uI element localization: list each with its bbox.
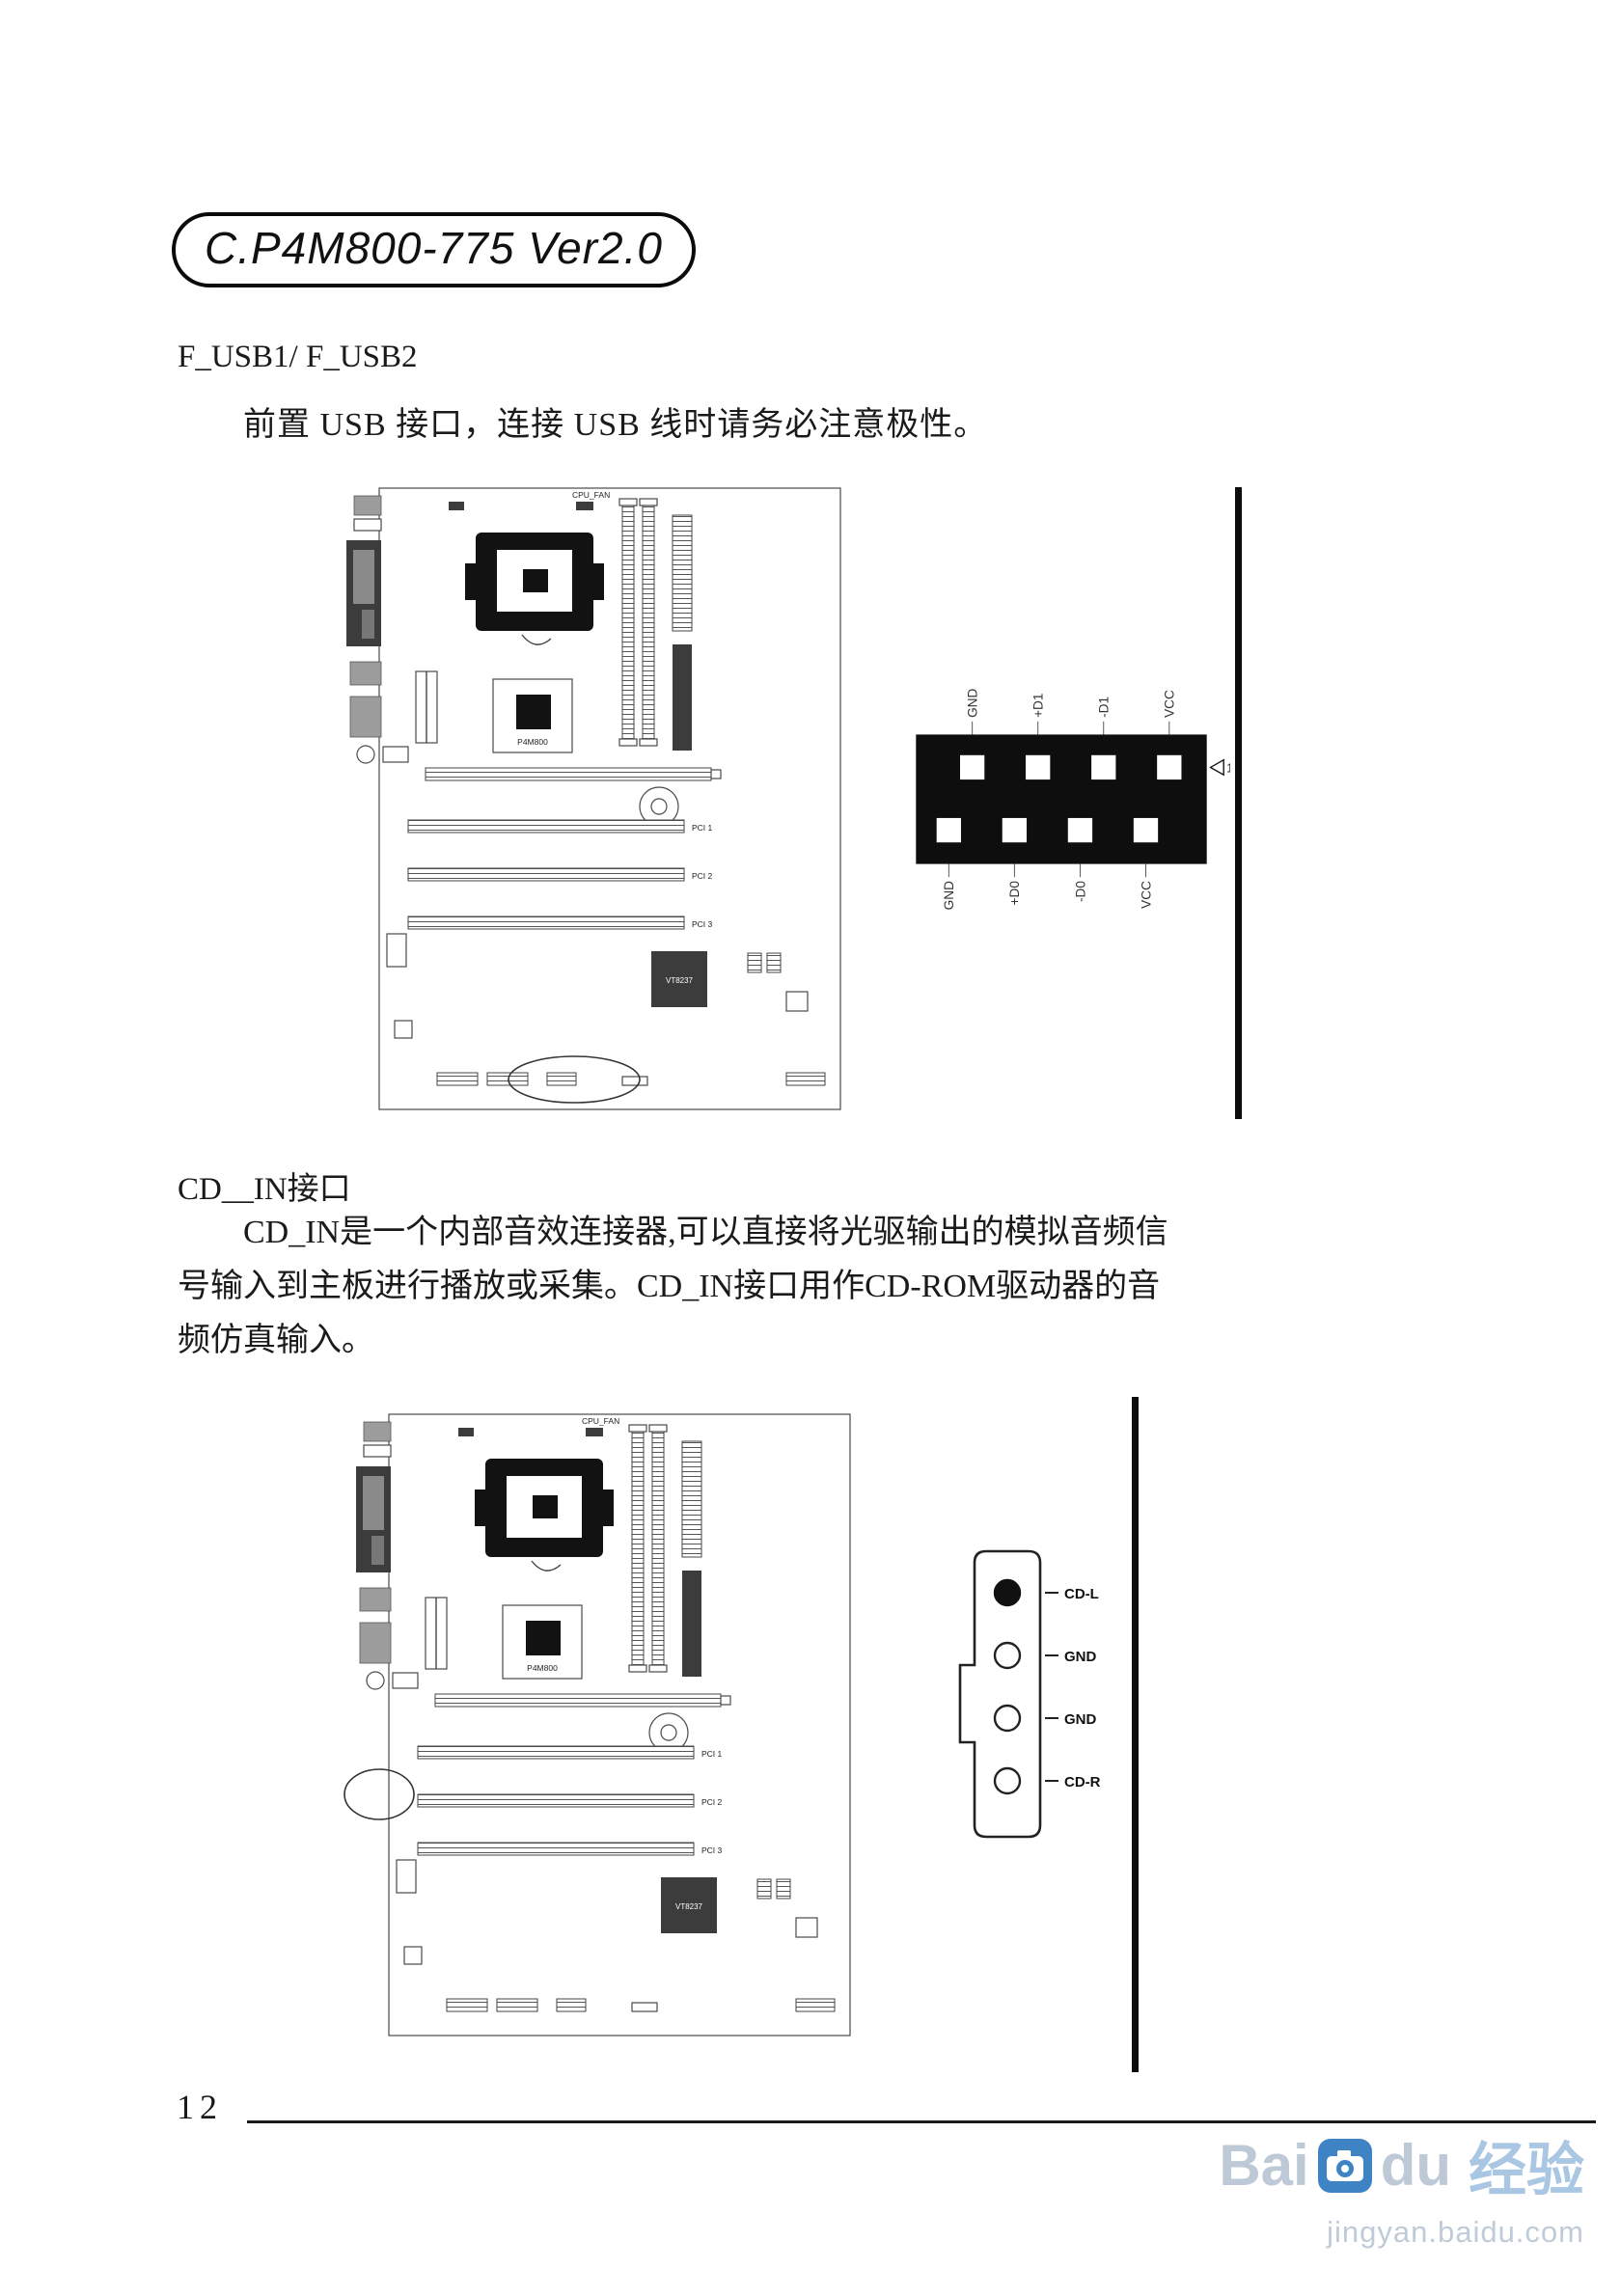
cdin-highlight-ellipse [343, 1768, 415, 1820]
usb-pin-label-bottom-4: VCC [1139, 881, 1153, 909]
usb-header-body [916, 734, 1207, 864]
fusb-highlight-ellipse [508, 1055, 641, 1104]
usb-section-body: 前置 USB 接口，连接 USB 线时请务必注意极性。 [243, 407, 988, 443]
usb-pin-label-bottom-1: GND [942, 881, 956, 910]
usb-pinout-top-labels: GND +D1 -D1 VCC [966, 689, 1177, 735]
usb-pinout-bottom-labels: GND +D0 -D0 VCC [942, 863, 1153, 910]
usb-pin-label-top-4: VCC [1163, 690, 1177, 718]
usb-pin-label-bottom-3: -D0 [1073, 881, 1087, 902]
usb-pin-label-top-3: -D1 [1097, 697, 1112, 718]
watermark-brand-pre: Bai [1219, 2133, 1309, 2198]
cdin-label-gnd2: GND [1064, 1711, 1097, 1728]
usb-section-heading: F_USB1/ F_USB2 [178, 340, 418, 374]
baidu-watermark: Bai du 经验 jingyan.baidu.com [1219, 2123, 1584, 2250]
cdin-body-line-1: CD_IN是一个内部音效连接器,可以直接将光驱输出的模拟音频信 [243, 1215, 1168, 1250]
cdin-label-cdr: CD-R [1064, 1774, 1101, 1790]
watermark-brand-cn: 经验 [1469, 2138, 1584, 2202]
footer-rule [247, 2120, 1596, 2123]
cdin-pin-4 [993, 1766, 1022, 1795]
pin1-number: 1 [1226, 761, 1230, 775]
cdin-label-gnd1: GND [1064, 1649, 1097, 1665]
usb-pin-label-bottom-2: +D0 [1007, 881, 1022, 906]
pin1-arrow-icon [1209, 758, 1224, 777]
watermark-brand-post: du [1380, 2133, 1451, 2198]
cdin-section-body: CD_IN是一个内部音效连接器,可以直接将光驱输出的模拟音频信 号输入到主板进行… [178, 1206, 1171, 1368]
usb-pinout-diagram: GND +D1 -D1 VCC 1 GND +D0 -D0 VCC [916, 689, 1230, 910]
cdin-connector-body [958, 1549, 1042, 1839]
cdin-pin-3 [993, 1704, 1022, 1733]
baidu-camera-icon [1317, 2138, 1372, 2193]
cdin-pin-1 [993, 1578, 1022, 1607]
figure1-border-line [1235, 487, 1242, 1119]
watermark-url: jingyan.baidu.com [1327, 2215, 1584, 2249]
cdin-pin-2 [993, 1641, 1022, 1670]
usb-header-pins [936, 754, 1182, 843]
cdin-label-cdl: CD-L [1064, 1586, 1099, 1602]
watermark-brand: Bai du 经验 [1219, 2123, 1584, 2207]
cdin-body-line-2: 号输入到主板进行播放或采集。CD_IN接口用作CD-ROM驱动器的音 [178, 1269, 1161, 1304]
usb-pin-label-top-1: GND [966, 689, 980, 718]
model-badge-text: C.P4M800-775 Ver2.0 [205, 223, 664, 273]
motherboard-diagram-1 [345, 487, 841, 1110]
cdin-section-heading: CD__IN接口 [178, 1172, 351, 1207]
usb-pin-label-top-2: +D1 [1031, 694, 1046, 718]
motherboard-diagram-2 [343, 1413, 851, 2036]
figure2-border-line [1132, 1397, 1139, 2072]
page-number: 12 [177, 2088, 223, 2126]
cdin-body-line-3: 频仿真输入。 [178, 1323, 374, 1358]
cdin-connector-diagram: CD-L GND GND CD-R [958, 1549, 1101, 1839]
model-badge: C.P4M800-775 Ver2.0 [172, 212, 697, 287]
